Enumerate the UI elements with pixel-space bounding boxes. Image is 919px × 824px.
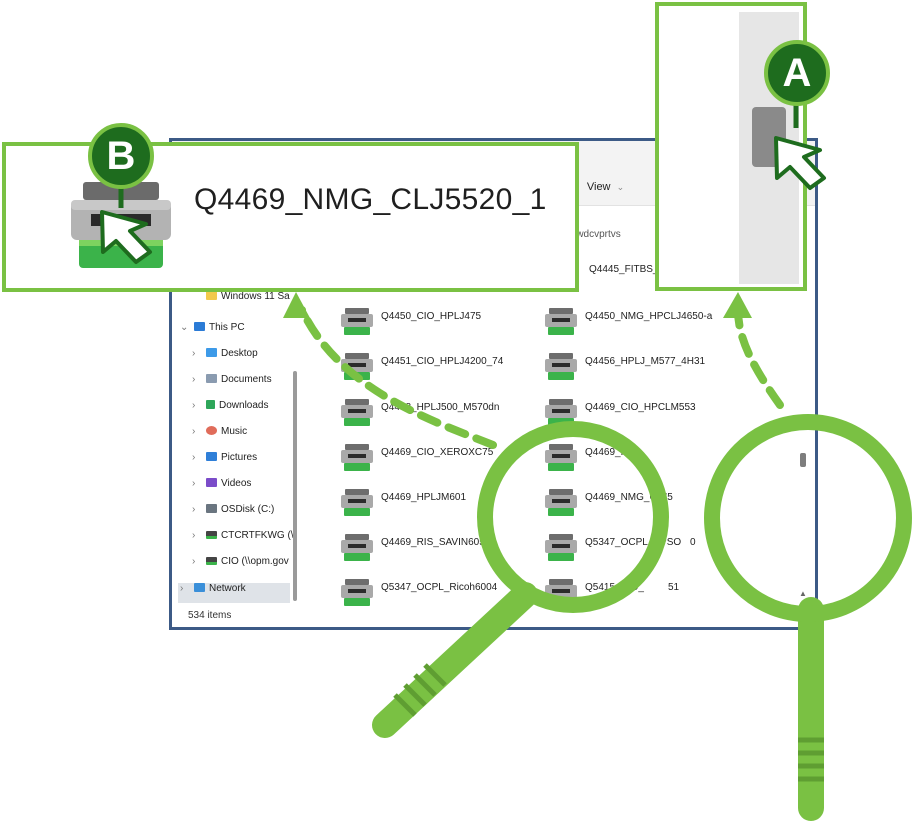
handle-grip-left	[393, 663, 447, 717]
chevron-right-icon[interactable]: ›	[192, 530, 196, 541]
sidebar-item-label: CIO (\\opm.gov	[221, 556, 289, 567]
vertical-scrollbar-thumb[interactable]	[800, 453, 806, 467]
file-name: Q4469_RIS_SAVIN6055	[381, 537, 491, 548]
sidebar-item-label: CTCRTFKWG (\\	[221, 530, 297, 541]
file-name: Q4450_CIO_HPLJ475	[381, 311, 482, 322]
file-name: Q5347_OCPL_EPSO	[585, 537, 682, 548]
sidebar-item-label: Desktop	[221, 348, 258, 359]
badge-b: B	[88, 123, 154, 189]
network-drive-icon	[206, 531, 217, 539]
status-bar-count: 534 items	[188, 610, 232, 621]
file-name: Q4451_CIO_HPLJ4200_74	[381, 356, 504, 367]
sidebar-item-label: Documents	[221, 374, 272, 385]
chevron-right-icon[interactable]: ›	[192, 374, 196, 385]
printer-icon	[341, 353, 373, 380]
chevron-right-icon[interactable]: ›	[192, 452, 196, 463]
file-name: Q4456_HPLJ_M577_4H31	[585, 356, 706, 367]
sidebar-item-label: This PC	[209, 322, 245, 333]
file-name-suffix: 0	[690, 537, 696, 548]
printer-icon	[341, 444, 373, 471]
sidebar-item-documents[interactable]: › Documents	[192, 374, 272, 394]
sidebar-item-ctcrtfkwg[interactable]: › CTCRTFKWG (\\	[192, 530, 296, 550]
drive-icon	[206, 504, 217, 513]
file-name: Q5347_OCPL_Ricoh6004	[381, 582, 498, 593]
videos-icon	[206, 478, 217, 487]
zoomed-scrollbar-thumb[interactable]	[752, 107, 786, 167]
zoomed-printer-name: Q4469_NMG_CLJ5520_1	[194, 183, 547, 216]
file-name: Q4458_HPLJ500_M570dn	[381, 402, 500, 413]
sidebar-item-desktop[interactable]: › Desktop	[192, 348, 258, 368]
music-icon	[206, 426, 217, 435]
nav-scrollbar[interactable]	[293, 371, 297, 601]
folder-icon	[206, 291, 217, 300]
file-name: Q4469_H	[585, 447, 628, 458]
printer-icon	[545, 399, 577, 426]
printer-icon	[545, 579, 577, 606]
sidebar-item-label: Pictures	[221, 452, 258, 463]
navigation-pane: Windows 11 Sa ⌄ This PC › Desktop › Documen…	[172, 291, 296, 607]
printer-icon	[545, 489, 577, 516]
sidebar-item-this-pc[interactable]: ⌄ This PC	[180, 322, 245, 342]
sidebar-item-label: Music	[221, 426, 248, 437]
network-drive-icon	[206, 557, 217, 565]
printer-icon	[545, 444, 577, 471]
documents-icon	[206, 374, 217, 383]
chevron-right-icon[interactable]: ›	[192, 504, 196, 515]
file-name: Q4469_CIO_HPCLM553	[585, 402, 696, 413]
file-name: Q5415_CIO_	[585, 582, 644, 593]
printer-icon	[341, 489, 373, 516]
pictures-icon	[206, 452, 217, 461]
handle-grip-right	[798, 737, 824, 782]
sidebar-item-music[interactable]: › Music	[192, 426, 247, 446]
sidebar-item-cio[interactable]: › CIO (\\opm.gov	[192, 556, 289, 576]
file-name: Q4469_NMG_CLJ5	[585, 492, 673, 503]
sidebar-item-network[interactable]: › Network	[178, 583, 290, 603]
sidebar-item-videos[interactable]: › Videos	[192, 478, 251, 498]
view-button[interactable]: |View ⌄	[576, 181, 624, 193]
chevron-right-icon[interactable]: ›	[192, 556, 196, 567]
printer-icon	[341, 579, 373, 606]
file-name: Q4469_HPLJM601	[381, 492, 467, 503]
printer-icon	[545, 353, 577, 380]
printer-icon	[545, 534, 577, 561]
badge-a: A	[764, 40, 830, 106]
chevron-down-icon[interactable]: ⌄	[180, 322, 189, 333]
nav-partial-label: Windows 11 Sa	[221, 291, 290, 302]
chevron-down-icon: ⌄	[616, 182, 625, 192]
sidebar-item-label: Videos	[221, 478, 252, 489]
monitor-icon	[194, 322, 205, 331]
chevron-right-icon[interactable]: ›	[192, 478, 196, 489]
nav-partial-item[interactable]: Windows 11 Sa	[206, 291, 290, 311]
chevron-right-icon[interactable]: ›	[192, 348, 196, 359]
sidebar-item-label: Downloads	[219, 400, 269, 411]
desktop-folder-icon	[206, 348, 217, 357]
sidebar-item-label: Network	[209, 583, 246, 594]
file-name: Q4469_CIO_XEROXC75	[381, 447, 494, 458]
search-box[interactable]: n wdcvprtvs	[568, 229, 621, 240]
chevron-right-icon[interactable]: ›	[192, 426, 196, 437]
printer-icon	[341, 534, 373, 561]
search-text: n wdcvprtvs	[568, 229, 621, 240]
sidebar-item-label: OSDisk (C:)	[221, 504, 275, 515]
sidebar-item-downloads[interactable]: › Downloads	[192, 400, 268, 420]
sidebar-item-pictures[interactable]: › Pictures	[192, 452, 257, 472]
downloads-icon	[206, 400, 215, 409]
printer-icon	[341, 308, 373, 335]
network-icon	[194, 583, 205, 592]
view-label: View	[586, 181, 611, 193]
file-name: Q4445_FITBS_HP	[589, 264, 673, 275]
file-name-suffix: 51	[668, 582, 680, 593]
file-name: Q4450_NMG_HPCLJ4650-a	[585, 311, 713, 322]
chevron-right-icon[interactable]: ›	[180, 583, 184, 594]
sidebar-item-osdisk[interactable]: › OSDisk (C:)	[192, 504, 274, 524]
printer-icon	[71, 182, 171, 268]
scroll-down-arrow-icon[interactable]: ▲	[799, 589, 807, 598]
printer-icon	[545, 308, 577, 335]
chevron-right-icon[interactable]: ›	[192, 400, 196, 411]
printer-icon	[341, 399, 373, 426]
